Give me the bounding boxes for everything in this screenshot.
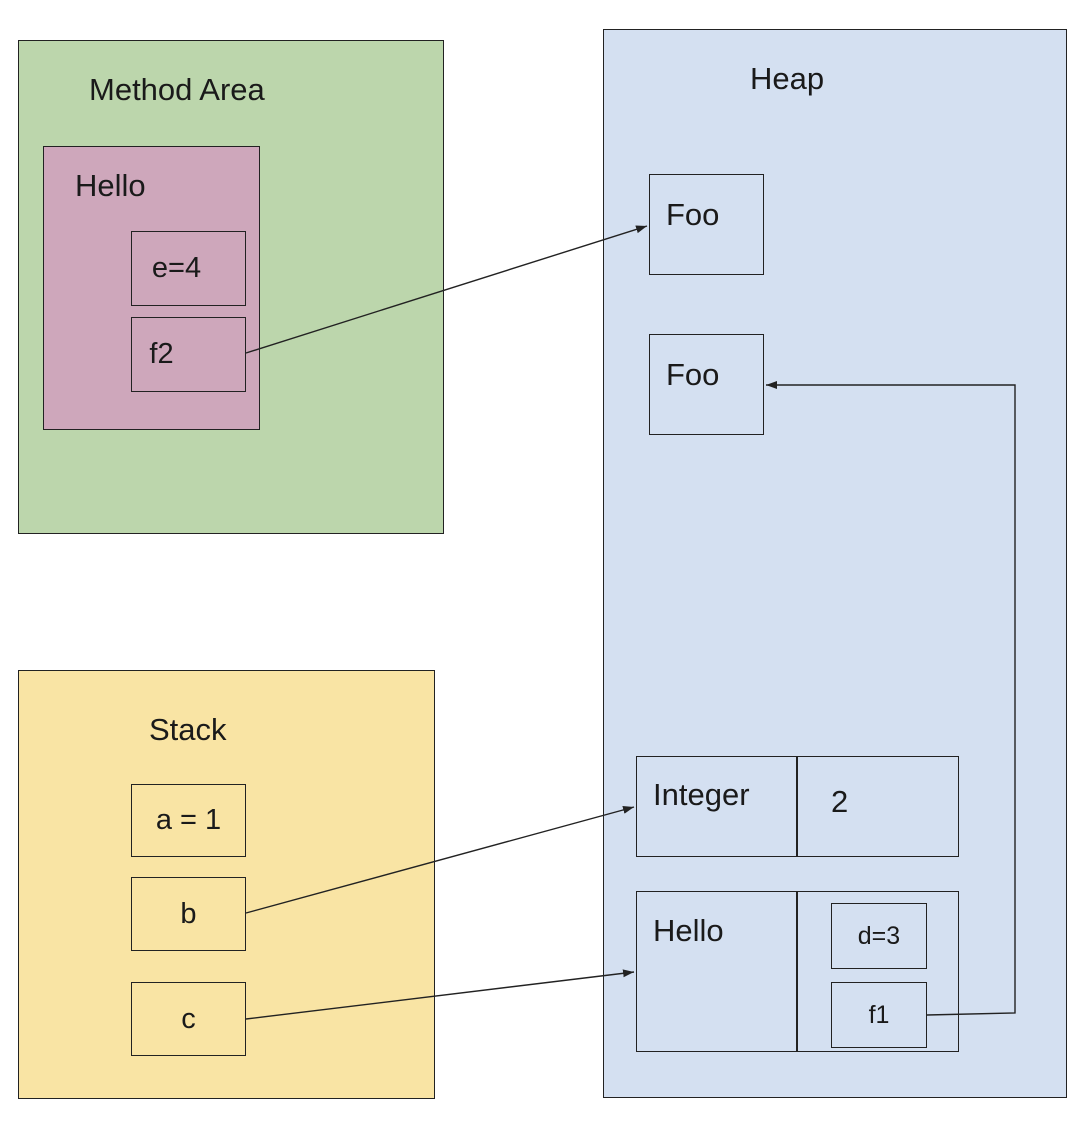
static-field-f2-label: f2 [149,338,174,370]
heap-title: Heap [750,61,825,96]
stack-var-b-label: b [180,897,197,930]
stack-var-c-label: c [181,1002,196,1035]
stack-var-a: a = 1 [131,784,246,857]
static-field-f2: f2 [131,317,246,392]
heap-hello-field-d-label: d=3 [857,921,901,950]
stack-var-b: b [131,877,246,951]
heap-hello-field-f1: f1 [831,982,927,1048]
heap-hello-field-f1-label: f1 [868,1000,890,1029]
heap-hello-divider [796,891,798,1052]
static-field-e-label: e=4 [151,252,202,284]
heap-integer-type-label: Integer [653,777,750,812]
heap-foo-object-2-label: Foo [666,357,720,392]
heap-integer-value: 2 [831,784,849,819]
heap-hello-type-label: Hello [653,913,724,948]
stack-var-a-label: a = 1 [155,804,222,836]
heap-foo-object-2: Foo [649,334,764,435]
method-area-hello-title: Hello [75,168,146,203]
heap-integer-divider [796,756,798,857]
heap-hello-field-d: d=3 [831,903,927,969]
stack-var-c: c [131,982,246,1056]
stack-title: Stack [149,712,227,747]
heap-foo-object-1-label: Foo [666,197,720,232]
method-area-hello-class [43,146,260,430]
static-field-e: e=4 [131,231,246,306]
method-area-title: Method Area [89,72,265,107]
heap-foo-object-1: Foo [649,174,764,275]
